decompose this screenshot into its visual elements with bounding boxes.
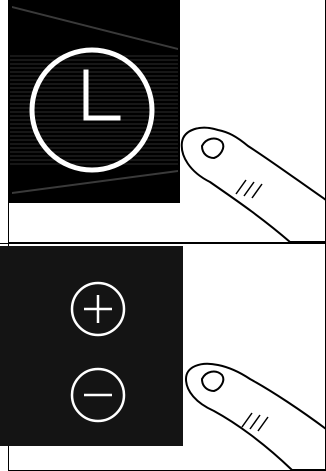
plus-circle-icon bbox=[72, 283, 124, 335]
pointing-finger-icon bbox=[170, 120, 326, 243]
plus-minus-illustration-panel bbox=[0, 243, 326, 471]
minus-button[interactable] bbox=[68, 365, 128, 425]
minus-circle-icon bbox=[72, 369, 124, 421]
pointing-finger-icon bbox=[180, 355, 326, 471]
clock-illustration-panel bbox=[0, 0, 326, 243]
plus-button[interactable] bbox=[68, 279, 128, 339]
